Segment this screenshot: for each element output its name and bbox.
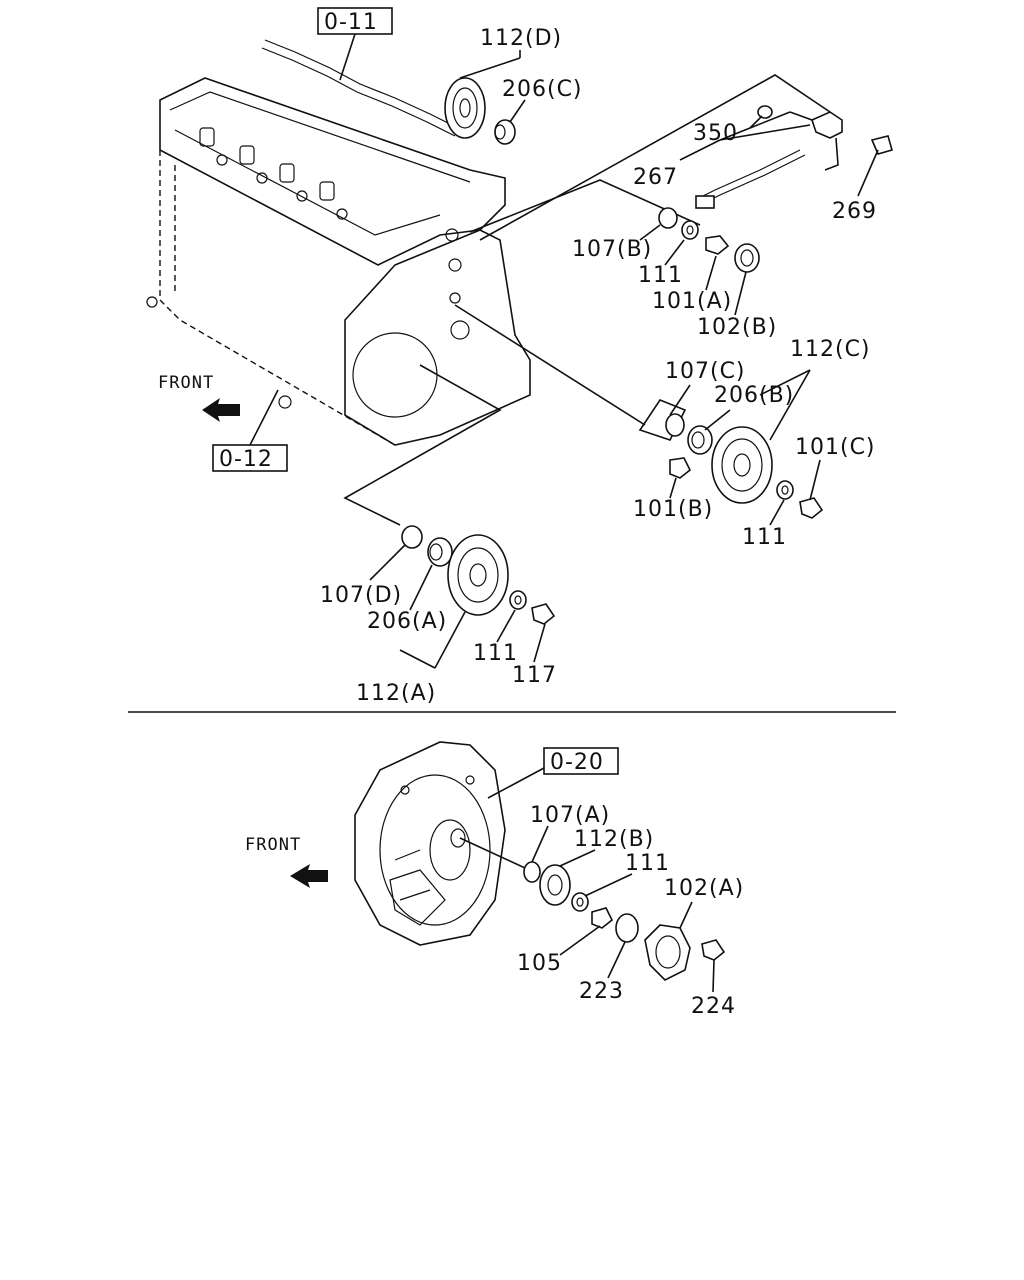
parts-group-d-drawing — [401, 525, 556, 625]
front-label-upper: FRONT — [158, 373, 214, 393]
engine-block-drawing — [146, 39, 531, 446]
label-112a: 112(A) — [356, 681, 436, 706]
front-label-lower: FRONT — [245, 835, 301, 855]
label-101b: 101(B) — [633, 497, 713, 522]
upper-section: 0-11 0-12 FRONT 112(D) 206(C) — [146, 7, 893, 706]
label-269: 269 — [832, 199, 877, 224]
label-117: 117 — [512, 663, 557, 688]
sensor-assembly-drawing — [695, 105, 893, 209]
label-111-lower: 111 — [625, 851, 670, 876]
ref-box-0-20-label: 0-20 — [550, 750, 604, 775]
parts-group-b-drawing — [658, 207, 760, 273]
label-102b: 102(B) — [697, 315, 777, 340]
front-arrow-icon — [202, 398, 240, 422]
label-267: 267 — [633, 165, 678, 190]
label-107b: 107(B) — [572, 237, 652, 262]
label-111-upper-b: 111 — [742, 525, 787, 550]
flywheel-housing-drawing — [354, 741, 506, 946]
lower-section: 0-20 FRONT 107(A) 112(B) 111 102(A) 105 — [245, 741, 744, 1019]
label-111-upper-c: 111 — [473, 641, 518, 666]
front-arrow-icon — [290, 864, 328, 888]
label-223: 223 — [579, 979, 624, 1004]
label-206b: 206(B) — [714, 383, 794, 408]
parts-group-lower-drawing — [523, 861, 726, 981]
label-206a: 206(A) — [367, 609, 447, 634]
ref-box-0-20 — [543, 747, 619, 775]
label-206c: 206(C) — [502, 77, 583, 102]
label-112d: 112(D) — [480, 26, 562, 51]
label-105: 105 — [517, 951, 562, 976]
ref-box-0-12-label: 0-12 — [219, 447, 273, 472]
label-107d: 107(D) — [320, 583, 402, 608]
label-107c: 107(C) — [665, 359, 746, 384]
label-101c: 101(C) — [795, 435, 876, 460]
cam-gear-112d-drawing — [444, 77, 486, 139]
label-107a: 107(A) — [530, 803, 610, 828]
label-102a: 102(A) — [664, 876, 744, 901]
label-112b: 112(B) — [574, 827, 654, 852]
label-111-upper-a: 111 — [638, 263, 683, 288]
label-101a: 101(A) — [652, 289, 732, 314]
label-224: 224 — [691, 994, 736, 1019]
ref-box-0-11-label: 0-11 — [324, 10, 378, 35]
label-112c: 112(C) — [790, 337, 871, 362]
